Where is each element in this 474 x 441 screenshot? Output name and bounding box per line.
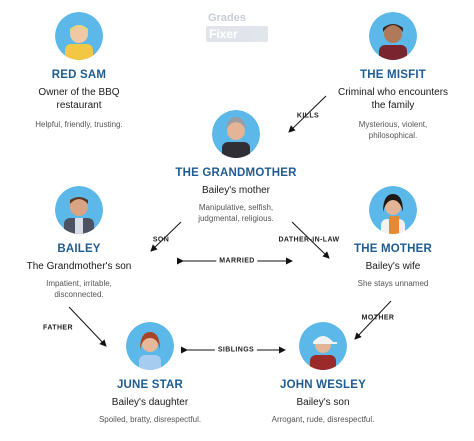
bailey-avatar (55, 186, 103, 234)
red-sam-avatar (55, 12, 103, 60)
son-arrow (150, 221, 182, 252)
grandmother-traits: Manipulative, selfish, judgmental, relig… (198, 203, 274, 223)
bailey-traits: Impatient, irritable, disconnected. (46, 279, 112, 299)
june-star-role: Bailey's daughter (111, 397, 189, 408)
mother-avatar (369, 186, 417, 234)
watermark-line1: Grades (208, 12, 246, 24)
siblings-label: SIBLINGS (214, 346, 258, 354)
misfit-role: Criminal who encounters the family (337, 87, 449, 111)
grandmother-name: THE GRANDMOTHER (175, 167, 297, 179)
misfit-name: THE MISFIT (360, 69, 426, 81)
john-wesley-role: Bailey's son (296, 397, 350, 408)
bailey-role: The Grandmother's son (26, 261, 132, 272)
daughter-in-law-arrow (291, 221, 330, 259)
john-wesley-traits: Arrogant, rude, disrespectful. (271, 415, 375, 424)
red-sam-role: Owner of the BBQ restaurant (38, 87, 120, 111)
watermark-line2: Fixer (206, 26, 268, 42)
john-wesley-avatar (299, 322, 347, 370)
grandmother-avatar (212, 110, 260, 158)
misfit-avatar (369, 12, 417, 60)
june-star-name: JUNE STAR (116, 379, 184, 391)
daughter-in-law-label: DATHER-IN-LAW (278, 236, 340, 244)
mother-arrow (354, 300, 392, 340)
kills-label: KILLS (296, 112, 320, 120)
red-sam-traits: Helpful, friendly, trusting. (35, 120, 123, 129)
june-star-traits: Spoiled, bratty, disrespectful. (98, 415, 202, 424)
mother-traits: She stays unnamed (357, 279, 429, 288)
john-wesley-name: JOHN WESLEY (280, 379, 366, 391)
gradesfixer-watermark: Grades Fixer (206, 12, 276, 46)
father-label: FATHER (43, 324, 73, 332)
grandmother-role: Bailey's mother (201, 185, 271, 196)
misfit-traits: Mysterious, violent, philosophical. (358, 120, 428, 140)
bailey-name: BAILEY (57, 243, 101, 255)
mother-role: Bailey's wife (365, 261, 421, 272)
father-arrow (68, 306, 107, 347)
son-label: SON (152, 236, 170, 244)
kills-arrow (288, 95, 327, 133)
married-label: MARRIED (216, 257, 258, 265)
june-star-avatar (126, 322, 174, 370)
red-sam-name: RED SAM (51, 69, 107, 81)
mother-label: MOTHER (361, 314, 395, 322)
mother-name: THE MOTHER (353, 243, 433, 255)
